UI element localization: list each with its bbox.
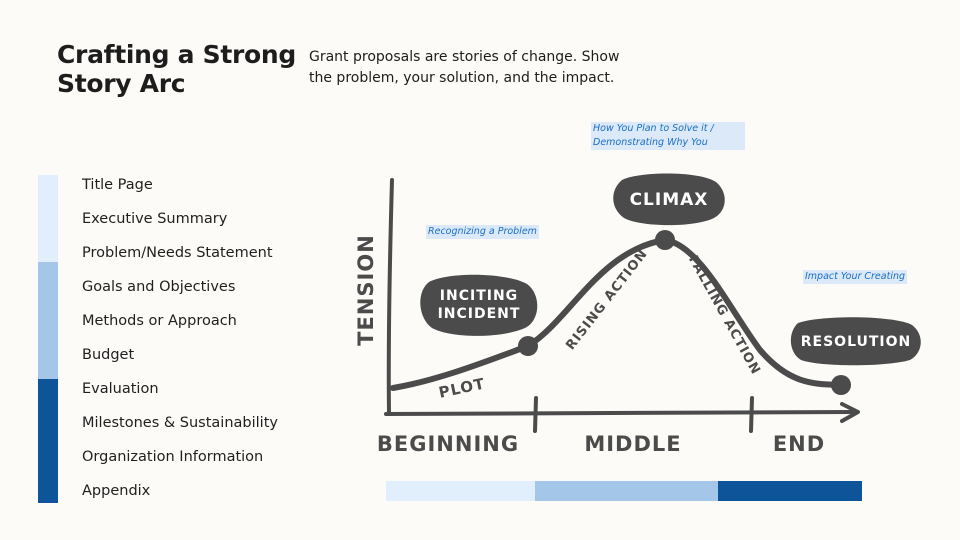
curve-label-falling: FALLING ACTION bbox=[685, 253, 763, 378]
note-problem: Recognizing a Problem bbox=[426, 225, 539, 239]
climax-bubble bbox=[613, 173, 725, 226]
stage-end: END bbox=[773, 432, 825, 456]
inciting-bubble-line-1: INCITING bbox=[440, 288, 518, 304]
inciting-point bbox=[518, 336, 538, 356]
section-bar-middle bbox=[38, 262, 58, 379]
y-axis-line bbox=[386, 178, 394, 416]
intro-text: Grant proposals are stories of change. S… bbox=[309, 49, 620, 86]
outline-item-title-page: Title Page bbox=[82, 177, 153, 193]
outline-item-appendix: Appendix bbox=[82, 483, 151, 499]
resolution-bubble-label: RESOLUTION bbox=[801, 334, 912, 350]
resolution-bubble bbox=[790, 317, 921, 366]
climax-point bbox=[655, 230, 675, 250]
note-impact: Impact Your Creating bbox=[803, 270, 908, 284]
outline-item-goals: Goals and Objectives bbox=[82, 279, 236, 295]
stage-beginning: BEGINNING bbox=[377, 432, 519, 456]
section-bar-beginning bbox=[38, 175, 58, 262]
climax-bubble-label: CLIMAX bbox=[630, 190, 709, 210]
outline-item-milestones: Milestones & Sustainability bbox=[82, 415, 278, 431]
proposal-outline: Title Page Executive Summary Problem/Nee… bbox=[82, 172, 278, 512]
note-solve-line-1: How You Plan to Solve it / bbox=[593, 123, 714, 134]
outline-item-executive-summary: Executive Summary bbox=[82, 211, 228, 227]
divider-middle-end bbox=[749, 396, 754, 433]
timeline-segment-end bbox=[718, 481, 862, 501]
stage-middle: MIDDLE bbox=[584, 432, 681, 456]
timeline-segment-beginning bbox=[386, 481, 535, 501]
outline-item-methods: Methods or Approach bbox=[82, 313, 237, 329]
y-axis-label: TENSION bbox=[354, 234, 378, 346]
outline-item-organization: Organization Information bbox=[82, 449, 264, 465]
inciting-bubble-line-2: INCIDENT bbox=[438, 306, 521, 322]
outline-item-budget: Budget bbox=[82, 347, 135, 363]
note-solve: How You Plan to Solve it / Demonstrating… bbox=[591, 122, 745, 150]
resolution-point bbox=[831, 375, 851, 395]
outline-item-problem-statement: Problem/Needs Statement bbox=[82, 245, 273, 261]
timeline-segment-middle bbox=[535, 481, 718, 501]
note-solve-line-2: Demonstrating Why You bbox=[593, 137, 708, 148]
inciting-bubble bbox=[420, 274, 538, 336]
divider-beginning-middle bbox=[533, 396, 538, 433]
outline-item-evaluation: Evaluation bbox=[82, 381, 159, 397]
section-bar-end bbox=[38, 379, 58, 503]
x-axis-arrow-icon bbox=[840, 402, 860, 423]
x-axis-line bbox=[384, 410, 854, 416]
slide-title: Crafting a Strong Story Arc bbox=[57, 40, 296, 98]
